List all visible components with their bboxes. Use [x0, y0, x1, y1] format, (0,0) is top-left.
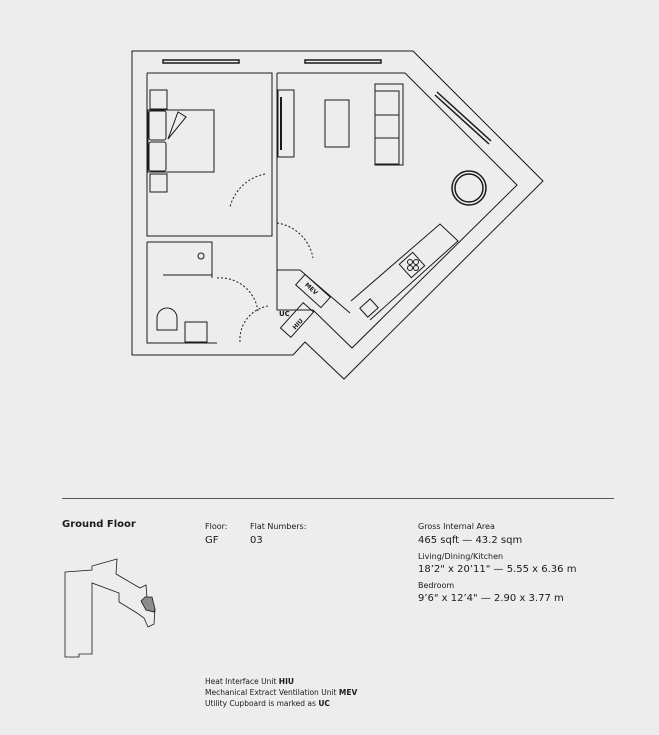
gia-value: 465 sqft — 43.2 sqm [418, 535, 523, 546]
doors [216, 173, 314, 343]
living-label: Living/Dining/Kitchen [418, 552, 504, 561]
dining-table [451, 170, 487, 206]
floor-title: Ground Floor [62, 519, 136, 530]
legend-text: Heat Interface Unit [205, 677, 279, 686]
bed [147, 89, 215, 193]
uc-label: UC [279, 310, 290, 318]
legend-code: MEV [338, 688, 358, 697]
floor-label: Floor: [205, 522, 228, 531]
legend-text: Utility Cupboard is marked as [205, 699, 319, 708]
utility-cupboard [277, 269, 351, 339]
floor-value: GF [205, 535, 219, 546]
kitchen [350, 223, 459, 321]
legend-uc: Utility Cupboard is marked as UC [205, 698, 357, 709]
windows [162, 59, 492, 145]
legend: Heat Interface Unit HIU Mechanical Extra… [205, 676, 357, 709]
divider [62, 498, 614, 499]
legend-code: UC [318, 699, 330, 708]
hiu-label: HIU [292, 317, 305, 331]
gia-label: Gross Internal Area [418, 522, 495, 531]
legend-code: HIU [278, 677, 294, 686]
bedroom-label: Bedroom [418, 581, 455, 590]
legend-hiu: Heat Interface Unit HIU [205, 676, 357, 687]
legend-mev: Mechanical Extract Ventilation Unit MEV [205, 687, 357, 698]
outer-walls [131, 50, 544, 380]
flat-numbers-label: Flat Numbers: [250, 522, 307, 531]
bathroom-fixtures [156, 252, 212, 343]
flat-numbers-value: 03 [250, 535, 263, 546]
legend-text: Mechanical Extract Ventilation Unit [205, 688, 339, 697]
sofa [277, 83, 404, 166]
bedroom-value: 9’6" x 12’4" — 2.90 x 3.77 m [418, 593, 564, 604]
living-value: 18’2" x 20’11" — 5.55 x 6.36 m [418, 564, 577, 575]
key-plan [64, 558, 156, 658]
